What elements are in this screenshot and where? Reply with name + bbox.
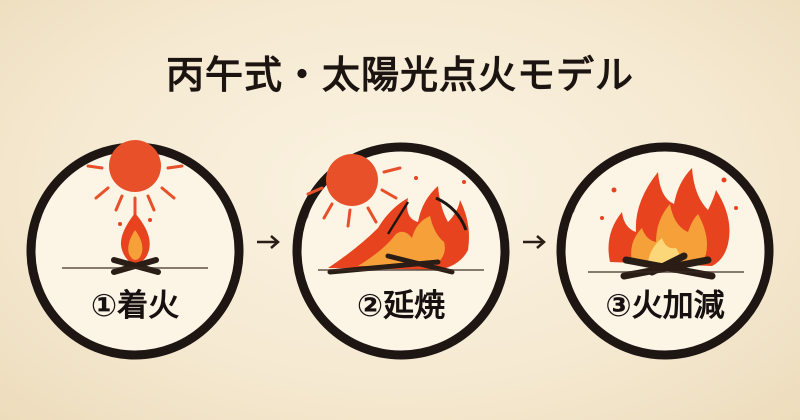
stage-spread-illustration xyxy=(292,142,510,360)
diagram-title: 丙午式・太陽光点火モデル xyxy=(165,53,634,97)
sun-icon xyxy=(86,140,184,216)
arrow-icon xyxy=(257,235,280,249)
stage-heat-control: ③火加減 xyxy=(552,138,778,364)
arrow-icon xyxy=(523,235,546,249)
small-flame-icon xyxy=(118,213,152,264)
stage-heat-control-illustration xyxy=(556,142,774,360)
firewood-icon xyxy=(111,257,161,275)
spreading-flame-icon xyxy=(328,176,469,270)
step-label-heat-control: ③火加減 xyxy=(605,288,725,324)
stage-spread: ②延焼 xyxy=(288,138,514,364)
step-label-spread: ②延焼 xyxy=(356,288,446,324)
sun-icon xyxy=(306,154,402,228)
large-flame-icon xyxy=(600,168,738,266)
step-label-ignition: ①着火 xyxy=(90,288,180,324)
stage-ignition: ①着火 xyxy=(22,138,248,364)
firewood-icon xyxy=(620,252,716,280)
stage-ignition-illustration xyxy=(26,140,244,360)
